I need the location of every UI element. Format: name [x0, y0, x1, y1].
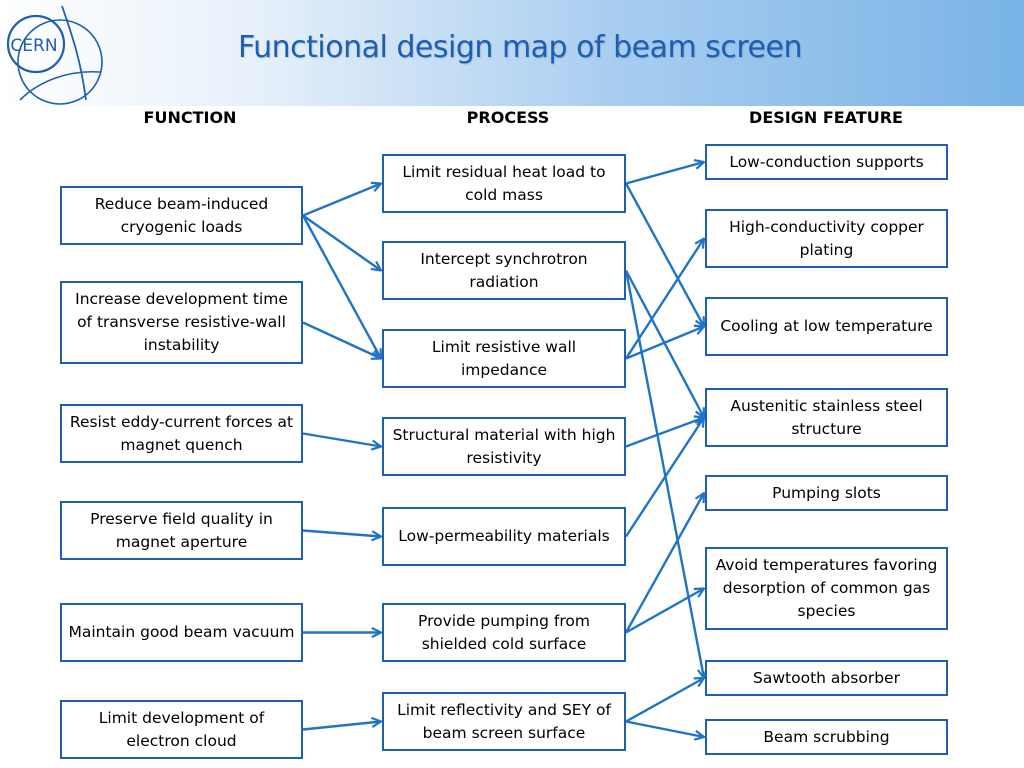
link-arrow-p3-d3	[625, 418, 704, 448]
process-box-resistive-wall-impedance: Limit resistive wall impedance	[382, 329, 626, 388]
cern-logo-icon: CERN	[6, 5, 103, 105]
link-arrow-p5-d4	[624, 493, 704, 634]
link-arrow-f5-p6	[302, 722, 381, 731]
feature-box-sawtooth-absorber: Sawtooth absorber	[705, 660, 948, 696]
svg-text:CERN: CERN	[10, 36, 57, 56]
feature-box-pumping-slots: Pumping slots	[705, 475, 948, 511]
link-arrow-f3-p4	[302, 529, 381, 537]
column-header-function: FUNCTION	[143, 108, 237, 127]
link-arrow-p6-d6	[625, 678, 704, 723]
process-box-synchrotron-radiation: Intercept synchrotron radiation	[382, 241, 626, 300]
function-box-field-quality: Preserve field quality in magnet apertur…	[60, 501, 303, 560]
link-arrow-f0-p0	[302, 184, 381, 217]
link-arrow-p4-d3	[624, 418, 704, 538]
link-arrow-p6-d7	[625, 720, 704, 738]
link-arrow-p2-d1	[624, 239, 704, 360]
column-header-design-feature: DESIGN FEATURE	[749, 108, 903, 127]
feature-box-low-conduction-supports: Low-conduction supports	[705, 144, 948, 180]
function-box-electron-cloud: Limit development of electron cloud	[60, 700, 303, 759]
function-box-resistive-wall-instability: Increase development time of transverse …	[60, 281, 303, 364]
feature-box-avoid-desorption: Avoid temperatures favoring desorption o…	[705, 547, 948, 630]
feature-box-beam-scrubbing: Beam scrubbing	[705, 719, 948, 755]
link-arrow-p5-d5	[625, 589, 704, 634]
link-arrow-f0-p1	[302, 214, 381, 271]
link-arrow-f0-p2	[301, 214, 381, 359]
column-header-process: PROCESS	[466, 108, 550, 127]
feature-box-cooling-low-temperature: Cooling at low temperature	[705, 297, 948, 356]
process-box-pumping-cold-surface: Provide pumping from shielded cold surfa…	[382, 603, 626, 662]
process-box-reflectivity-sey: Limit reflectivity and SEY of beam scree…	[382, 692, 626, 751]
header-banner	[0, 0, 1024, 106]
feature-box-stainless-steel: Austenitic stainless steel structure	[705, 388, 948, 447]
function-box-reduce-cryogenic-loads: Reduce beam-induced cryogenic loads	[60, 186, 303, 245]
function-box-eddy-current-forces: Resist eddy-current forces at magnet que…	[60, 404, 303, 463]
link-arrow-p0-d2	[624, 182, 704, 327]
link-arrow-p2-d2	[625, 327, 704, 360]
process-box-structural-material: Structural material with high resistivit…	[382, 417, 626, 476]
link-arrow-f2-p3	[302, 432, 381, 447]
link-arrow-f1-p2	[302, 321, 381, 359]
link-arrow-p0-d0	[625, 162, 704, 185]
page-title: Functional design map of beam screen	[238, 30, 802, 65]
feature-box-copper-plating: High-conductivity copper plating	[705, 209, 948, 268]
function-box-beam-vacuum: Maintain good beam vacuum	[60, 603, 303, 662]
link-arrow-p1-d3	[624, 269, 704, 418]
process-box-low-permeability: Low-permeability materials	[382, 507, 626, 566]
process-box-residual-heat-load: Limit residual heat load to cold mass	[382, 154, 626, 213]
